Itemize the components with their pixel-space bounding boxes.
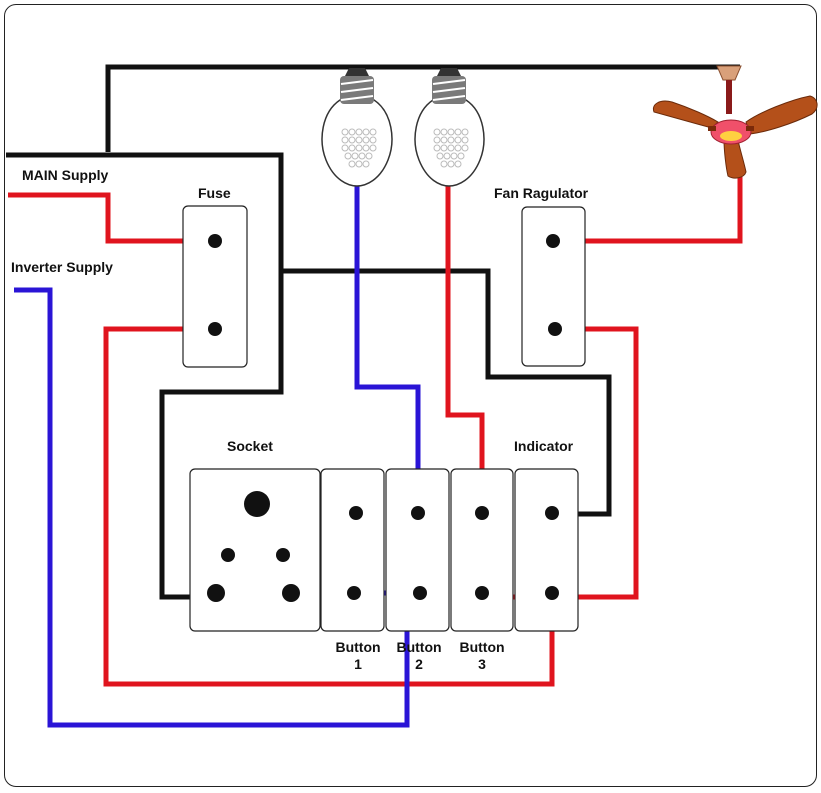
button3-label-line1: Button [459, 639, 504, 655]
indicator-terminal-top [545, 506, 559, 520]
button3-terminal-bottom [475, 586, 489, 600]
fuse-to-bus-wire [103, 326, 555, 687]
fuse-terminal-top [208, 234, 222, 248]
main-supply-wire [8, 192, 215, 244]
button2-label-line2: 2 [415, 656, 423, 672]
button3-terminal-top [475, 506, 489, 520]
indicator-module [514, 468, 579, 632]
bulb-1-icon [321, 68, 393, 187]
fan-regulator-terminal-top [546, 234, 560, 248]
fuse-terminal-bottom [208, 322, 222, 336]
socket-neutral-pin [207, 584, 225, 602]
button2-module [385, 468, 450, 632]
neutral-main-line [6, 152, 284, 600]
fuse-label: Fuse [198, 185, 231, 201]
button2-label-line1: Button [396, 639, 441, 655]
ceiling-fan-icon [652, 65, 818, 179]
indicator-label: Indicator [514, 438, 574, 454]
main-supply-label: MAIN Supply [22, 167, 109, 183]
phase-wires [8, 175, 743, 687]
button1-label-line2: 1 [354, 656, 362, 672]
fan-regulator-label: Fan Ragulator [494, 185, 589, 201]
button2-terminal-bottom [413, 586, 427, 600]
bulb-2-icon [414, 68, 485, 187]
button1-module [320, 468, 385, 632]
button1-label-line1: Button [335, 639, 380, 655]
bulb2-wire [445, 186, 485, 514]
button3-module [450, 468, 514, 632]
indicator-terminal-bottom [545, 586, 559, 600]
socket-small-pin-right [276, 548, 290, 562]
button1-terminal-bottom [347, 586, 361, 600]
bulb1-wire [354, 186, 421, 514]
fan-regulator-box [521, 206, 586, 367]
fan-regulator-terminal-bottom [548, 322, 562, 336]
fuse-box [182, 205, 248, 368]
socket-phase-pin [282, 584, 300, 602]
button1-terminal-top [349, 506, 363, 520]
button2-terminal-top [411, 506, 425, 520]
fan-wire [553, 175, 743, 244]
diagram-frame [4, 4, 817, 787]
socket-small-pin-left [221, 548, 235, 562]
neutral-indicator-line [281, 268, 612, 517]
socket-label: Socket [227, 438, 273, 454]
inverter-supply-label: Inverter Supply [11, 259, 113, 275]
neutral-wires [6, 64, 740, 600]
inverter-supply-wire [14, 287, 410, 728]
socket-earth-pin [244, 491, 270, 517]
button3-label-line2: 3 [478, 656, 486, 672]
neutral-top-bus [105, 64, 740, 152]
